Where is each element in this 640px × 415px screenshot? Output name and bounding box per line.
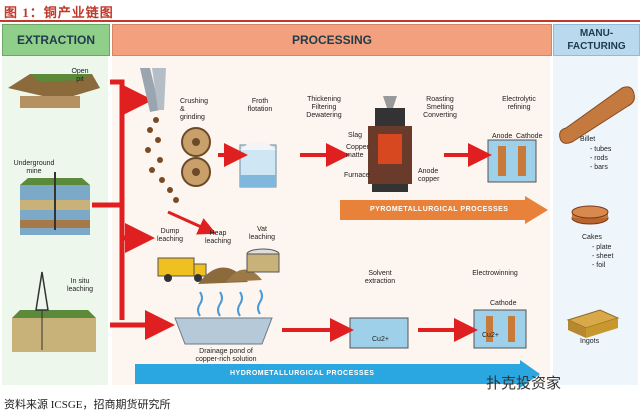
ingots-icon	[566, 309, 620, 338]
furnace-label: Furnace	[344, 172, 370, 179]
heap-leaching-label: Heap leaching	[204, 230, 232, 245]
billet-item-bars: - bars	[590, 164, 608, 171]
drainage-label: Drainage pond of copper-rich solution	[195, 348, 257, 363]
drainage-pond-icon	[174, 317, 273, 345]
open-pit-label: Open pit	[71, 68, 89, 83]
ingots-label: Ingots	[580, 338, 600, 345]
electrolytic-tank-icon	[487, 139, 537, 183]
thickening-label: Thickening Filtering Dewatering	[306, 96, 342, 119]
cakes-label: Cakes	[582, 234, 602, 241]
roasting-label: Roasting Smelting Converting	[423, 96, 457, 119]
underground-mine-label: Underground mine	[13, 160, 55, 175]
watermark: 扑克投资家	[486, 375, 562, 392]
header-manufacturing-label: MANU- FACTURING	[567, 28, 626, 52]
electrolytic-label: Electrolytic refining	[502, 96, 536, 111]
hydro-banner-label: HYDROMETALLURGICAL PROCESSES	[230, 370, 375, 377]
vat-leaching-label: Vat leaching	[248, 226, 276, 241]
froth-label: Froth flotation	[247, 98, 273, 113]
furnace-icon	[368, 96, 412, 192]
hydro-cathode-label: Cathode	[490, 300, 517, 307]
crushing-label: Crushing & grinding	[180, 98, 209, 121]
anode-copper-label: Anode copper	[418, 168, 440, 183]
figure-title: 图 1：铜产业链图	[4, 5, 114, 20]
grinding-wheels-icon	[181, 127, 211, 187]
froth-tank-icon	[239, 141, 277, 188]
cu-ion-label-2: Cu2+	[482, 332, 499, 339]
slag-label: Slag	[348, 132, 363, 139]
cathode-label: Cathode	[516, 133, 543, 140]
dump-leaching-label: Dump leaching	[156, 228, 184, 243]
title-rule	[0, 20, 640, 22]
electrowinning-label: Electrowinning	[472, 270, 518, 277]
pyro-banner-label: PYROMETALLURGICAL PROCESSES	[370, 206, 509, 213]
header-extraction: EXTRACTION	[2, 24, 110, 56]
billet-item-rods: - rods	[590, 155, 608, 162]
in-situ-label: In situ leaching	[66, 278, 94, 293]
header-processing: PROCESSING	[112, 24, 552, 56]
solvent-extraction-icon	[349, 317, 409, 349]
billet-label: Billet	[580, 136, 596, 143]
cakes-item-plate: - plate	[592, 244, 612, 251]
vat-icon	[246, 248, 280, 273]
dump-truck-icon	[157, 257, 207, 282]
billet-icon	[559, 86, 635, 144]
cakes-item-sheet: - sheet	[592, 253, 614, 260]
solvent-label: Solvent extraction	[364, 270, 396, 285]
cakes-icon	[571, 205, 609, 225]
crushing-icon	[140, 68, 179, 203]
open-pit-icon	[8, 74, 100, 108]
in-situ-icon	[12, 271, 96, 352]
copper-matte-label: Copper matte	[346, 144, 369, 159]
cu-ion-label-1: Cu2+	[372, 336, 389, 343]
billet-item-tubes: - tubes	[590, 146, 612, 153]
cakes-item-foil: - foil	[592, 262, 606, 269]
source-footer: 资料来源 ICSGE，招商期货研究所	[4, 399, 171, 411]
anode-label: Anode	[492, 133, 513, 140]
underground-mine-icon	[20, 172, 90, 235]
electrowinning-tank-icon	[473, 309, 527, 349]
